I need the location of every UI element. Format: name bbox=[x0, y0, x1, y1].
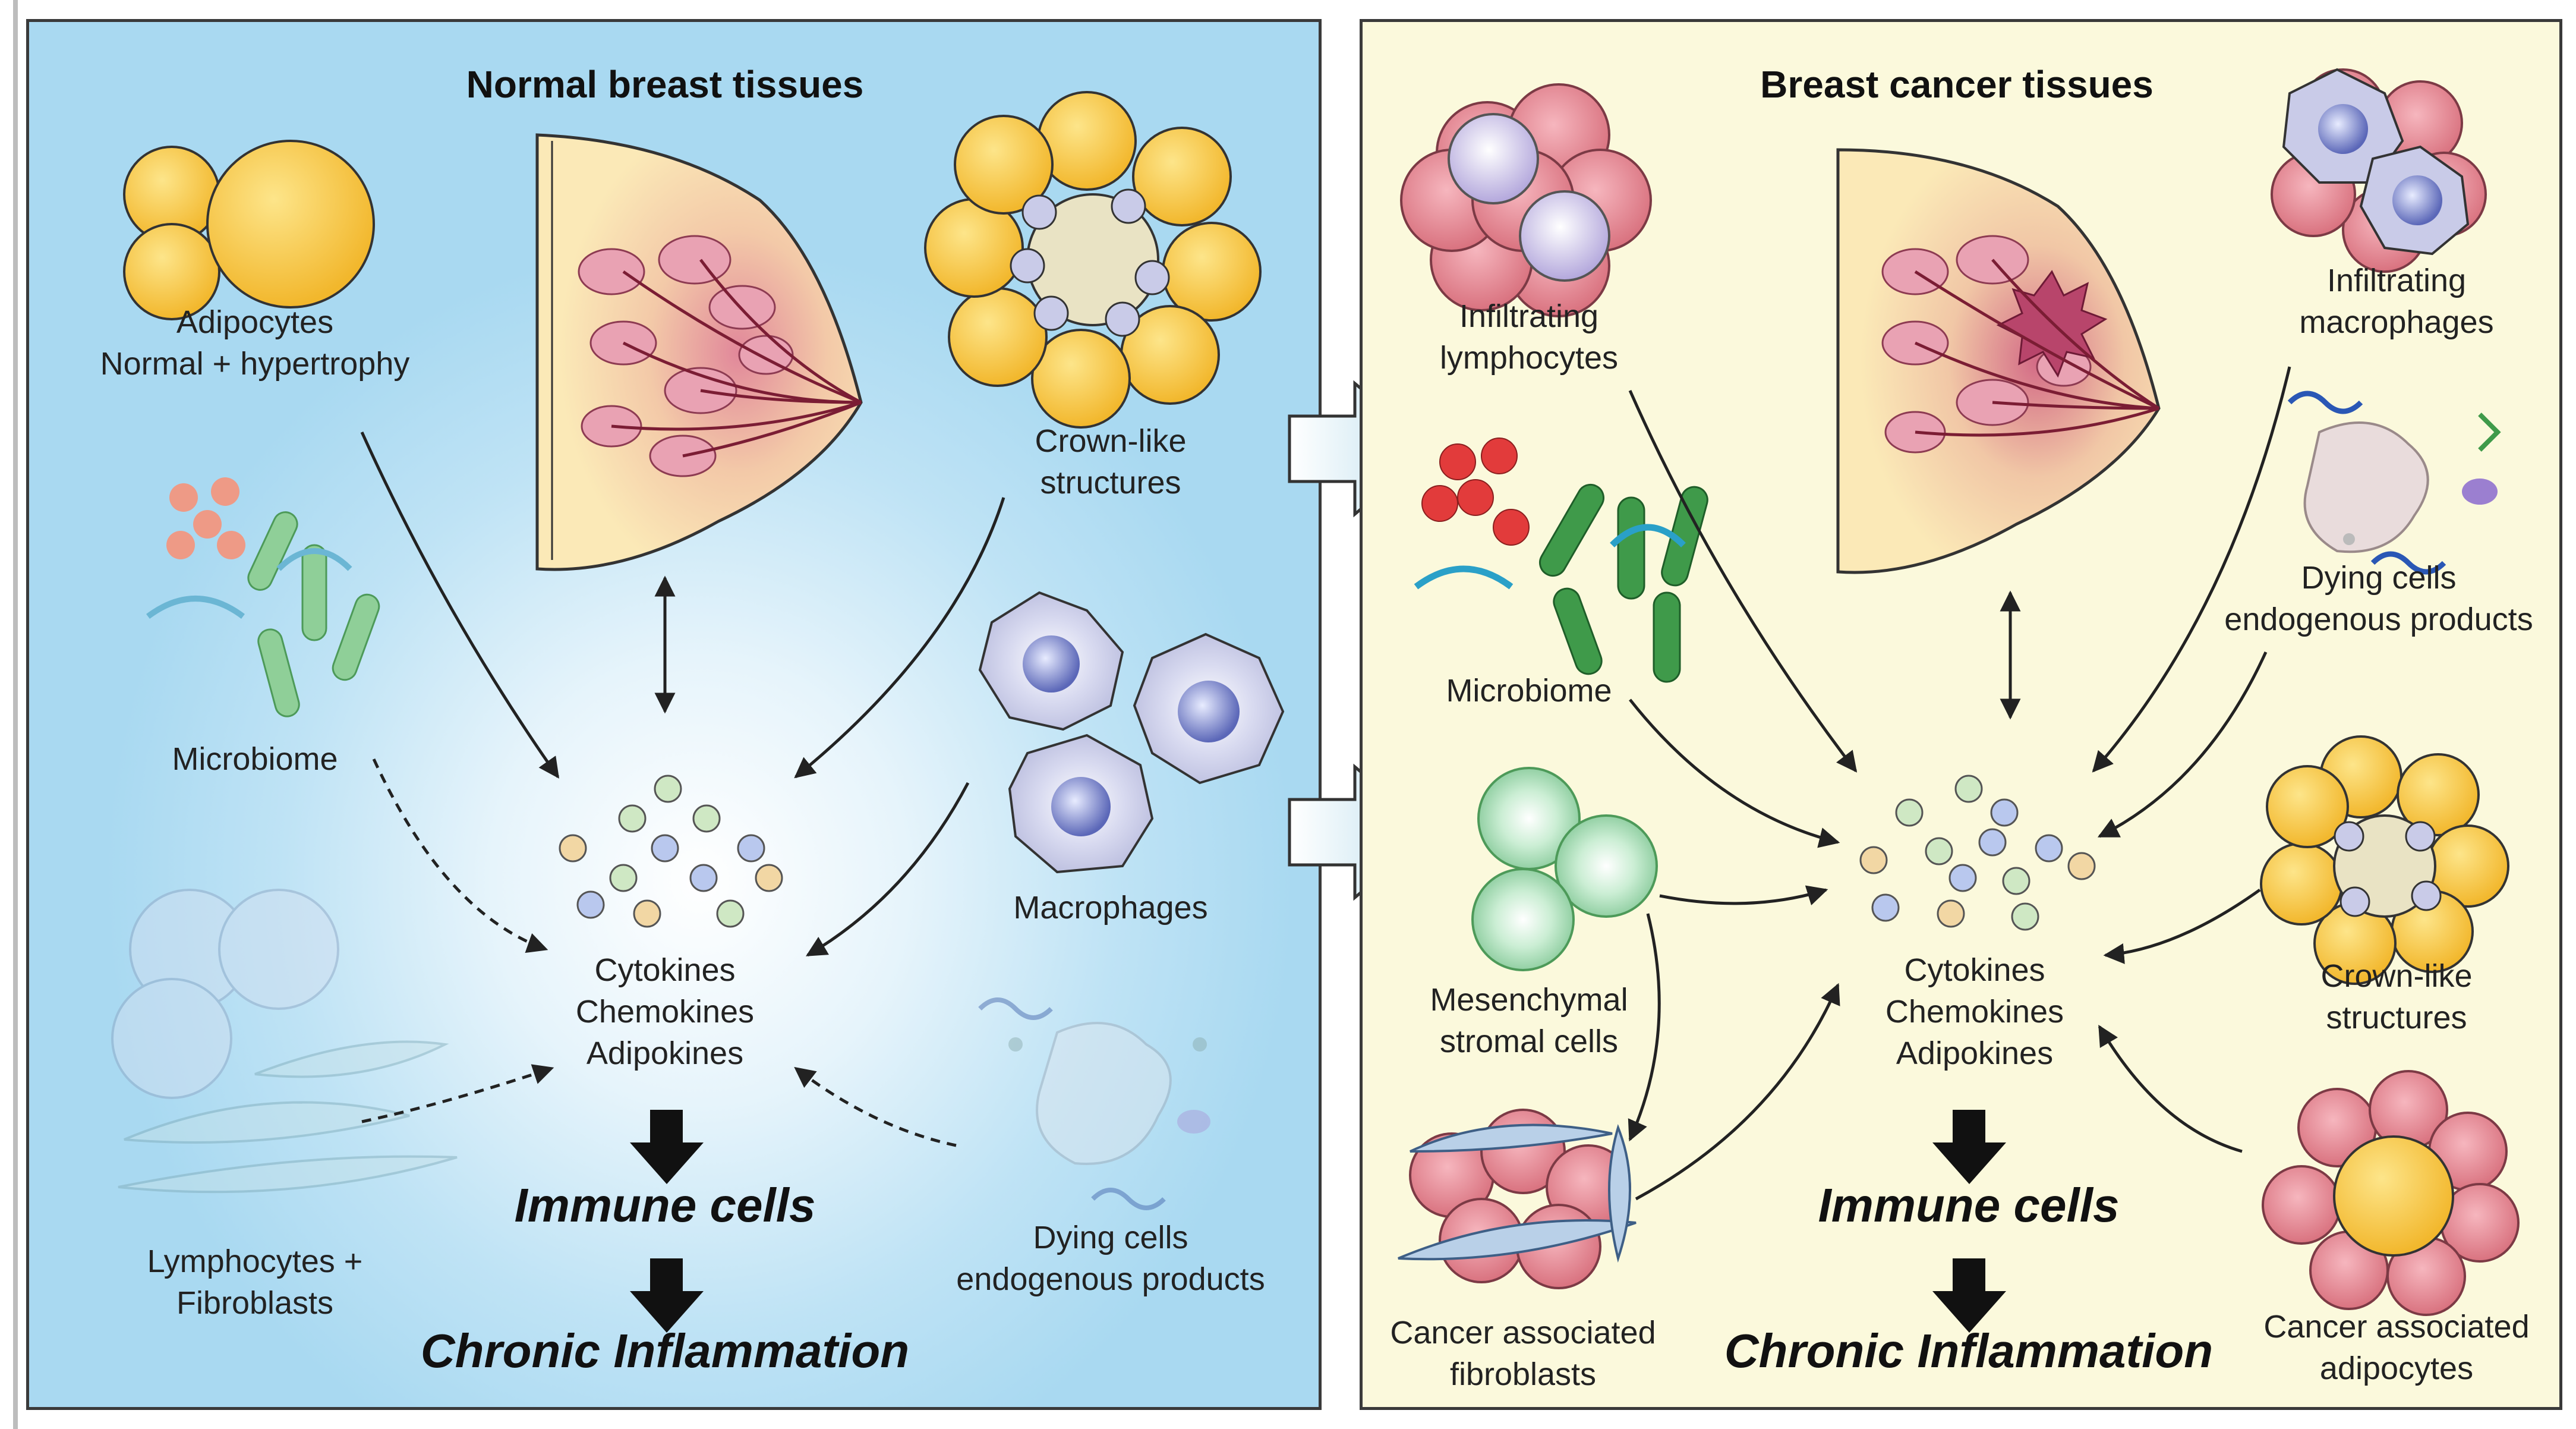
chronic-inflammation-label: Chronic Inflammation bbox=[1724, 1324, 2214, 1377]
immune-cells-label: Immune cells bbox=[1818, 1179, 2120, 1232]
dying-cells-label: Dying cells endogenous products bbox=[2224, 560, 2533, 637]
lymphocytes-fibroblasts-icon bbox=[111, 889, 458, 1194]
down-arrow-2-icon bbox=[630, 1258, 704, 1333]
breast-illustration-icon bbox=[535, 133, 863, 571]
immune-cells-label: Immune cells bbox=[514, 1179, 816, 1232]
breast-cancer-illustration-icon bbox=[1836, 148, 2161, 574]
crown-like-structure-icon bbox=[2260, 735, 2509, 985]
caa-label: Cancer associated adipocytes bbox=[2263, 1309, 2530, 1386]
normal-tissue-illustration bbox=[111, 91, 1285, 1333]
dying-cells-icon bbox=[2287, 391, 2501, 575]
cytokines-dots-icon bbox=[559, 775, 783, 928]
normal-tissue-panel: Normal breast tissues Adipocytes Normal … bbox=[26, 19, 1322, 1410]
normal-panel-title: Normal breast tissues bbox=[466, 63, 864, 106]
adipocytes-label: Adipocytes Normal + hypertrophy bbox=[100, 304, 410, 382]
left-edge-bar bbox=[13, 0, 18, 1429]
cancer-associated-adipocytes-icon bbox=[2262, 1070, 2520, 1316]
macrophages-label: Macrophages bbox=[1013, 890, 1208, 926]
down-arrow-1-icon bbox=[630, 1110, 704, 1184]
cytokines-label: Cytokines Chemokines Adipokines bbox=[575, 952, 755, 1071]
infiltrating-lymphocytes-icon bbox=[1400, 83, 1652, 317]
cancer-associated-fibroblasts-icon bbox=[1398, 1109, 1637, 1289]
chronic-inflammation-label: Chronic Inflammation bbox=[420, 1324, 910, 1377]
mesenchymal-label: Mesenchymal stromal cells bbox=[1430, 982, 1628, 1059]
dying-cells-label: Dying cells endogenous products bbox=[956, 1220, 1265, 1297]
crown-like-label: Crown-like structures bbox=[2320, 958, 2473, 1035]
down-arrow-1-icon bbox=[1932, 1110, 2006, 1184]
microbiome-icon bbox=[146, 477, 380, 717]
cancer-tissue-panel: Breast cancer tissues Infiltrating lymph… bbox=[1360, 19, 2562, 1410]
microbiome-label: Microbiome bbox=[1446, 673, 1612, 709]
mesenchymal-stromal-cells-icon bbox=[1471, 767, 1658, 971]
cytokines-label: Cytokines Chemokines Adipokines bbox=[1885, 952, 2064, 1071]
lymphocytes-fibroblasts-label: Lymphocytes + Fibroblasts bbox=[147, 1244, 363, 1321]
arrows-icon bbox=[1628, 366, 2291, 1201]
infiltrating-lymphocytes-label: Infiltrating lymphocytes bbox=[1439, 298, 1619, 376]
cytokines-dots-icon bbox=[1859, 775, 2096, 931]
macrophages-icon bbox=[978, 591, 1285, 874]
down-arrow-2-icon bbox=[1932, 1258, 2006, 1333]
arrows-icon bbox=[360, 431, 1005, 1147]
microbiome-label: Microbiome bbox=[172, 741, 338, 777]
infiltrating-macrophages-icon bbox=[2271, 68, 2487, 273]
adipocytes-icon bbox=[123, 140, 375, 320]
caf-label: Cancer associated fibroblasts bbox=[1390, 1315, 1656, 1392]
cancer-panel-title: Breast cancer tissues bbox=[1760, 63, 2154, 106]
infiltrating-macrophages-label: Infiltrating macrophages bbox=[2299, 263, 2494, 340]
microbiome-icon bbox=[1414, 437, 1708, 683]
crown-like-structure-icon bbox=[924, 91, 1262, 429]
dying-cells-icon bbox=[978, 997, 1210, 1210]
cancer-tissue-illustration bbox=[1398, 68, 2520, 1333]
crown-like-label: Crown-like structures bbox=[1035, 423, 1187, 501]
